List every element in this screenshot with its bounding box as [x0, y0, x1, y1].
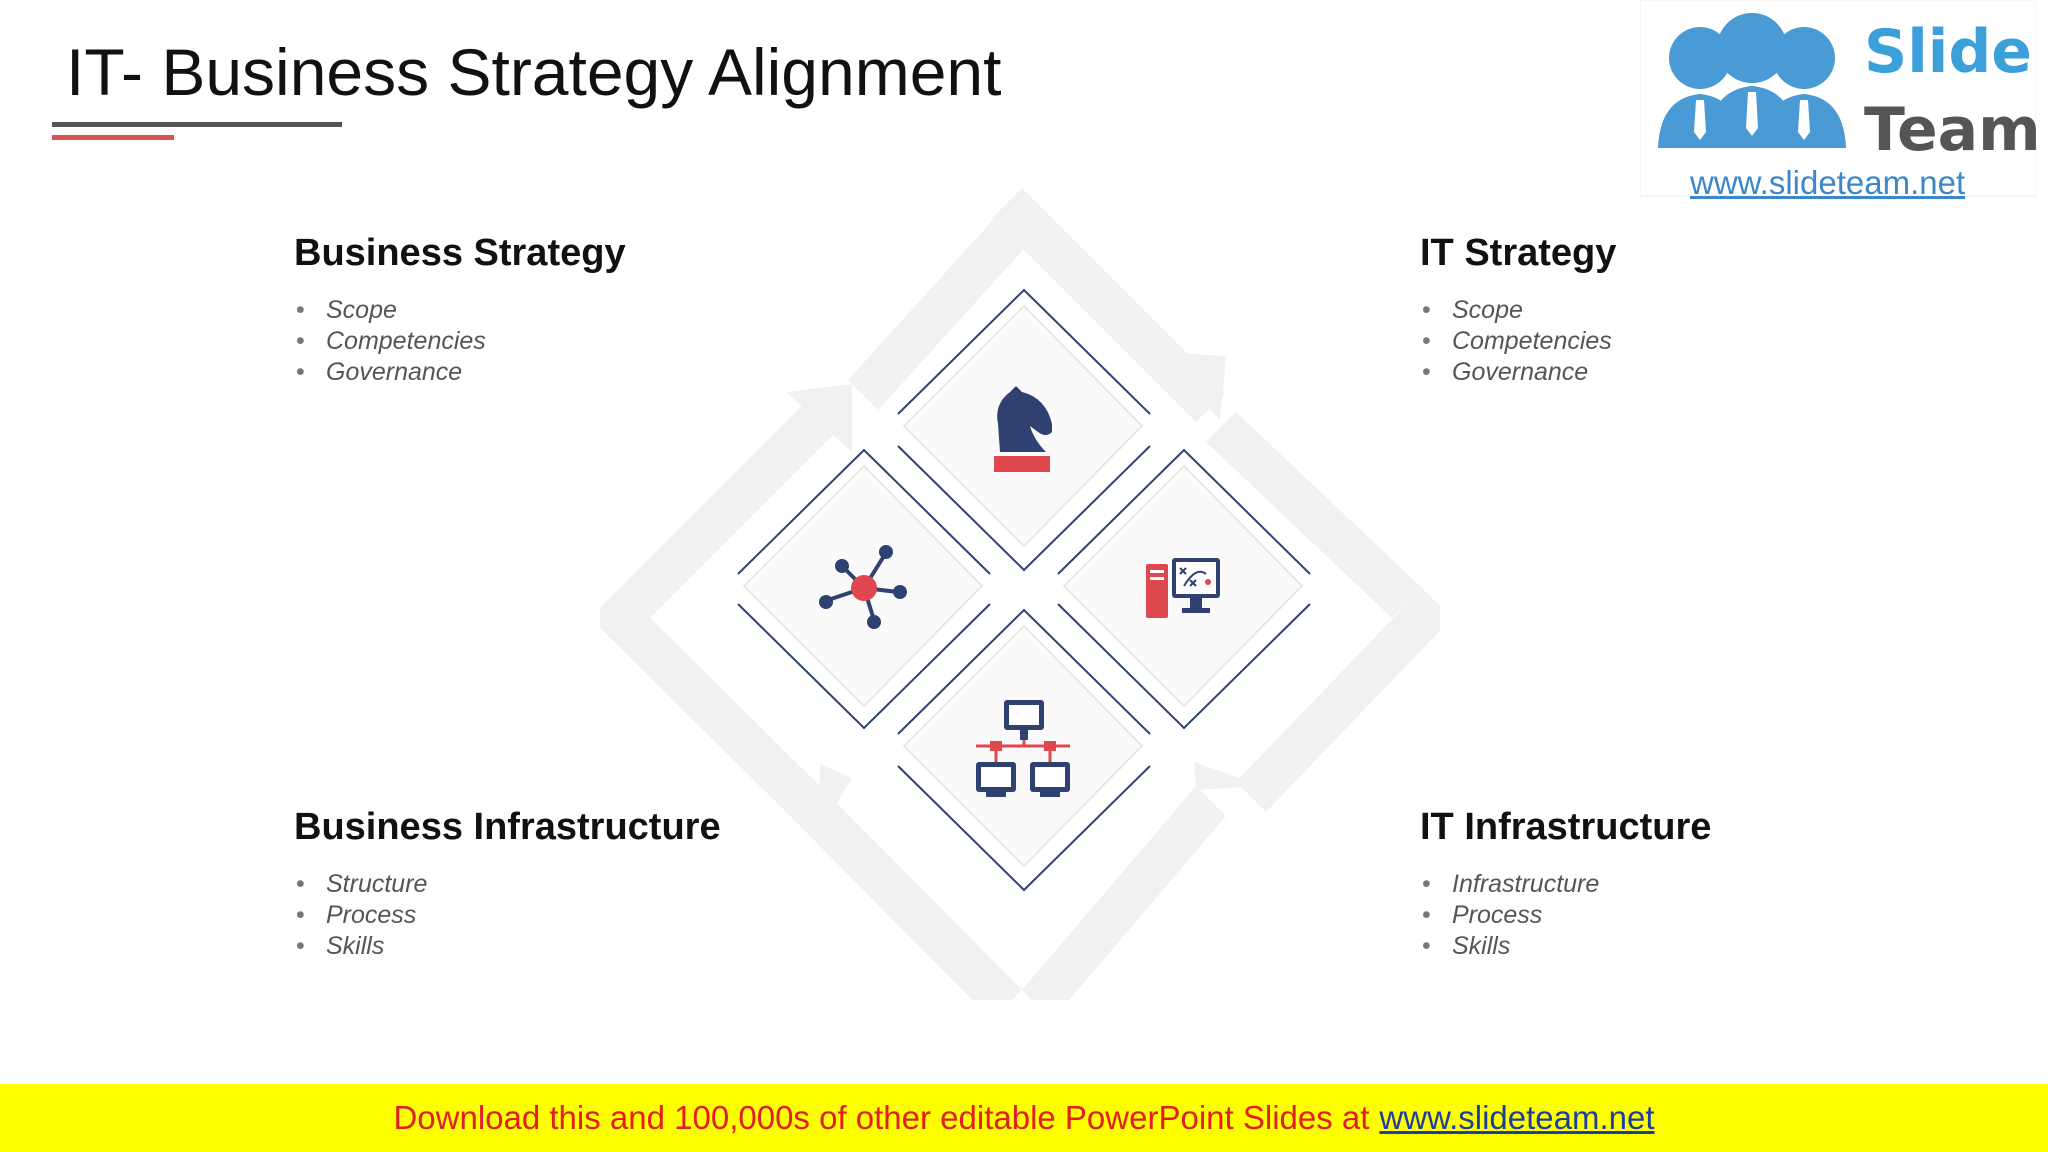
list-item: •Skills: [296, 932, 385, 960]
business-strategy-block: Business Strategy •Scope •Competencies •…: [294, 232, 626, 388]
list-item: •Competencies: [296, 327, 486, 355]
network-computers-icon: [976, 700, 1070, 797]
slideteam-logo: Slide Team: [1640, 0, 2036, 197]
it-strategy-heading: IT Strategy: [1420, 232, 1617, 274]
list-item: •Structure: [296, 870, 428, 898]
list-item: •Skills: [1422, 932, 1511, 960]
business-strategy-heading: Business Strategy: [294, 232, 626, 274]
cycle-arrows: [600, 188, 1440, 1000]
list-item: •Infrastructure: [1422, 870, 1600, 898]
alignment-diagram: [600, 188, 1440, 1000]
banner-text: Download this and 100,000s of other edit…: [393, 1099, 1370, 1136]
list-item: •Governance: [296, 358, 463, 386]
business-infrastructure-block: Business Infrastructure •Structure •Proc…: [294, 806, 721, 962]
business-infrastructure-heading: Business Infrastructure: [294, 806, 721, 848]
it-infrastructure-list: •Infrastructure •Process •Skills: [1420, 869, 1711, 962]
list-item: •Competencies: [1422, 327, 1612, 355]
list-item: •Governance: [1422, 358, 1589, 386]
banner-link[interactable]: www.slideteam.net: [1379, 1099, 1655, 1136]
it-infrastructure-heading: IT Infrastructure: [1420, 806, 1712, 848]
logo-word-team: Team: [1864, 95, 2036, 165]
title-underline-dark: [52, 122, 342, 127]
diamond-outlines: [737, 288, 1311, 892]
business-strategy-list: •Scope •Competencies •Governance: [294, 295, 626, 388]
download-banner: Download this and 100,000s of other edit…: [0, 1084, 2048, 1152]
business-infrastructure-list: •Structure •Process •Skills: [294, 869, 721, 962]
computer-strategy-icon: [1146, 558, 1220, 618]
it-strategy-list: •Scope •Competencies •Governance: [1420, 295, 1616, 388]
chess-knight-icon: [994, 386, 1052, 472]
list-item: •Scope: [296, 296, 397, 324]
it-strategy-block: IT Strategy •Scope •Competencies •Govern…: [1420, 232, 1616, 388]
list-item: •Scope: [1422, 296, 1523, 324]
network-hub-icon: [819, 545, 907, 629]
logo-url-link[interactable]: www.slideteam.net: [1690, 164, 1966, 201]
list-item: •Process: [296, 901, 417, 929]
it-infrastructure-block: IT Infrastructure •Infrastructure •Proce…: [1420, 806, 1711, 962]
title-underline-red: [52, 135, 174, 140]
list-item: •Process: [1422, 901, 1543, 929]
slide-title: IT- Business Strategy Alignment: [66, 35, 1002, 109]
logo-word-slide: Slide: [1864, 17, 2032, 87]
